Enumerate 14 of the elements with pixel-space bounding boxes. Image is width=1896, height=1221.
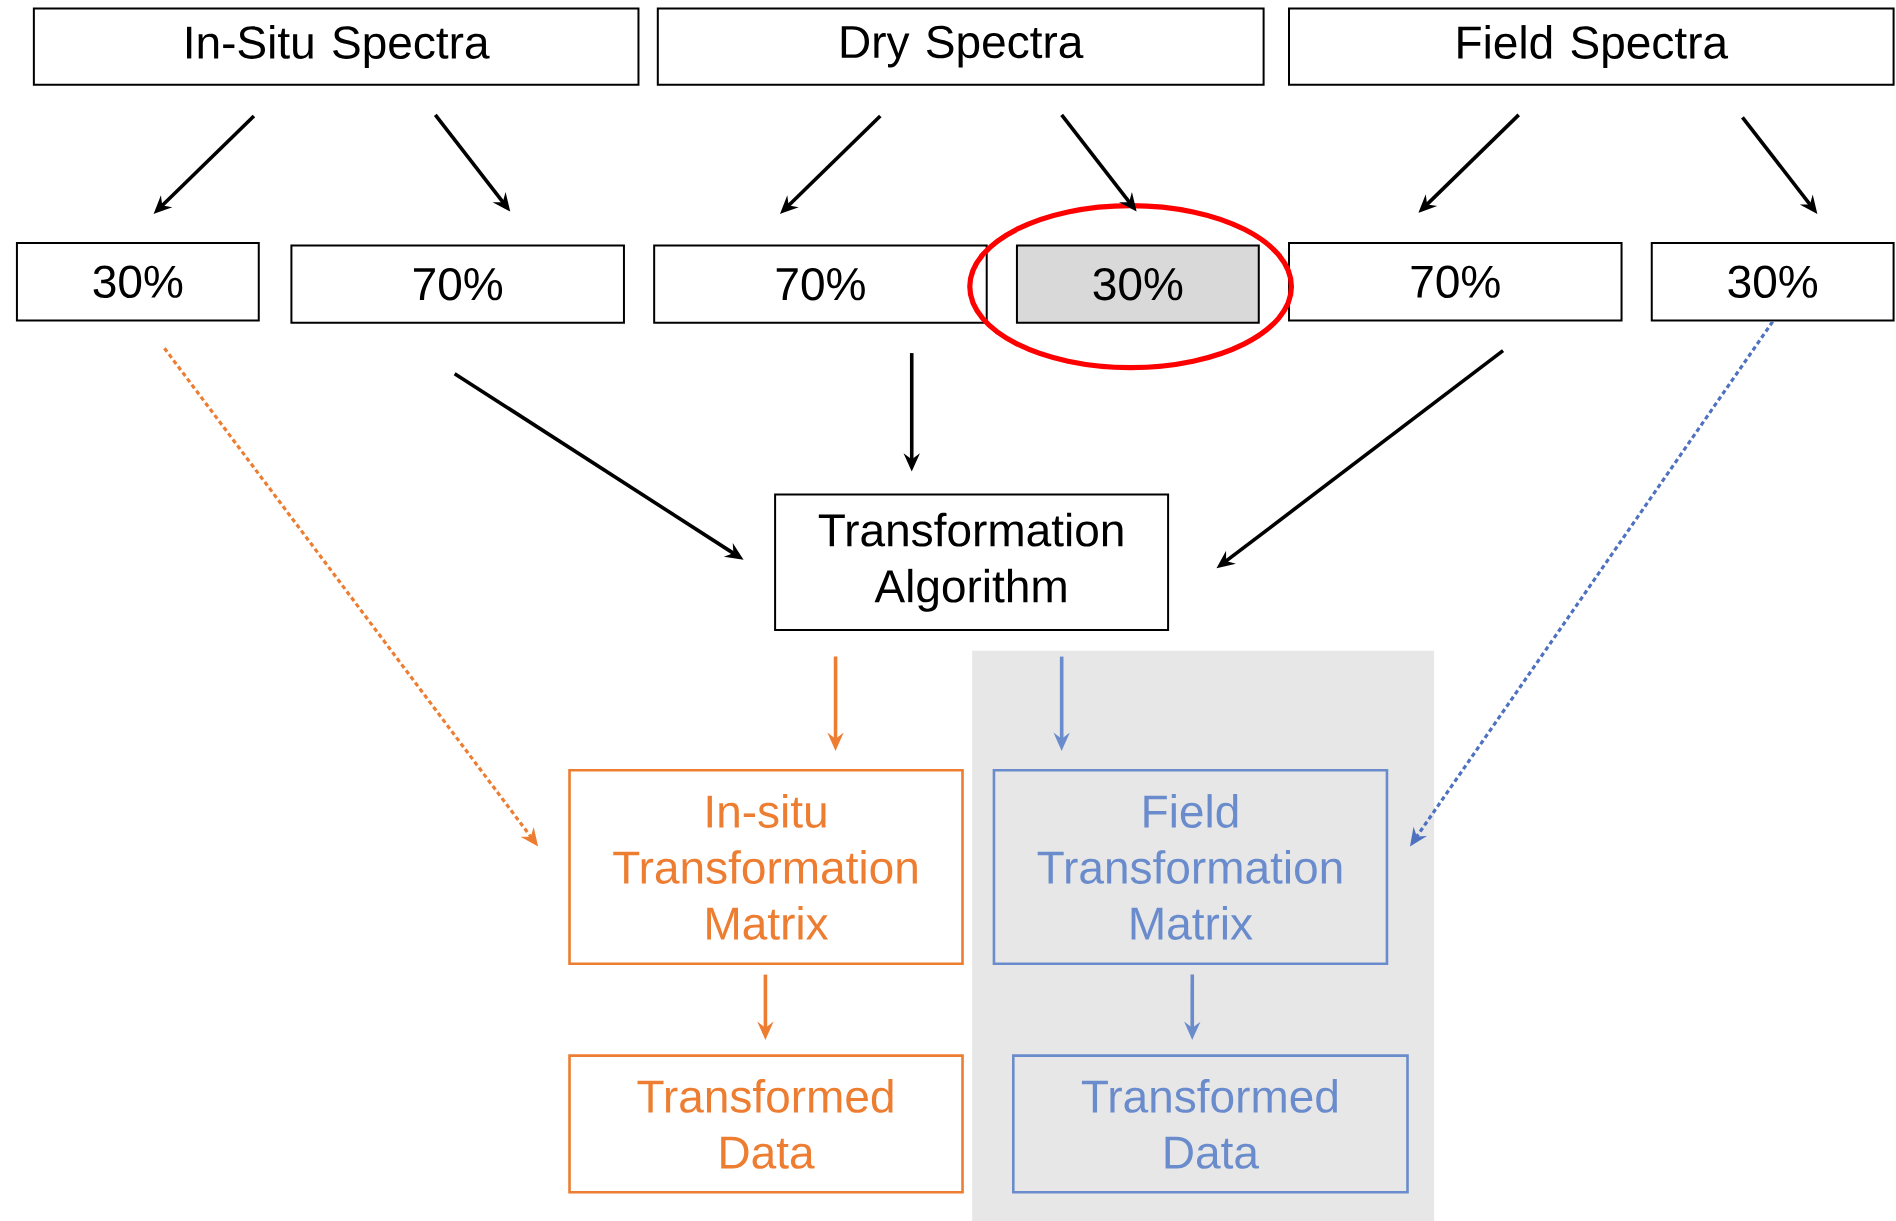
source-box: Field Spectra <box>1288 7 1895 86</box>
split-box: 30% <box>1015 244 1260 324</box>
output-box: Transformed Data <box>1012 1054 1409 1194</box>
split-box: 70% <box>1288 241 1623 322</box>
split-box: 70% <box>653 244 988 324</box>
matrix-box: In-situ Transformation Matrix <box>568 768 964 965</box>
split-box: 70% <box>290 244 625 324</box>
matrix-box: Field Transformation Matrix <box>992 768 1389 965</box>
split-box: 30% <box>15 241 260 322</box>
output-box: Transformed Data <box>568 1054 964 1194</box>
split-box: 30% <box>1650 241 1895 322</box>
source-box: Dry Spectra <box>656 7 1265 86</box>
source-box: In-Situ Spectra <box>32 7 640 86</box>
process-box: Transformation Algorithm <box>774 493 1170 631</box>
